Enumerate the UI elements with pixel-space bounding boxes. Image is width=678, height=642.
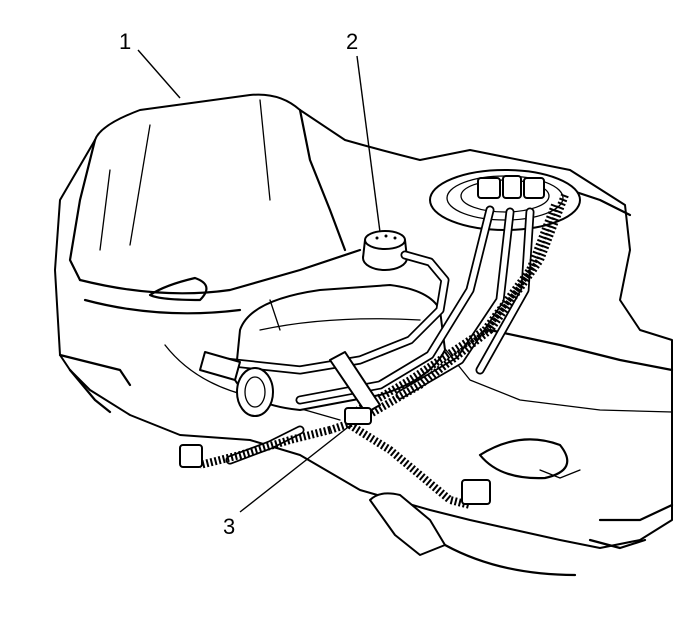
- callout-2: 2: [346, 29, 359, 54]
- leader-line-1: [137, 49, 181, 99]
- fuel-pump-module: [429, 169, 581, 231]
- leader-line-3: [239, 423, 353, 513]
- leader-line-2: [356, 55, 381, 233]
- fuel-tank: [54, 93, 674, 550]
- callout-1: 1: [119, 29, 132, 54]
- harness-clip: [329, 351, 381, 425]
- tank-strap: [369, 492, 577, 577]
- callout-3: 3: [223, 514, 236, 539]
- vapor-valve: [362, 230, 408, 271]
